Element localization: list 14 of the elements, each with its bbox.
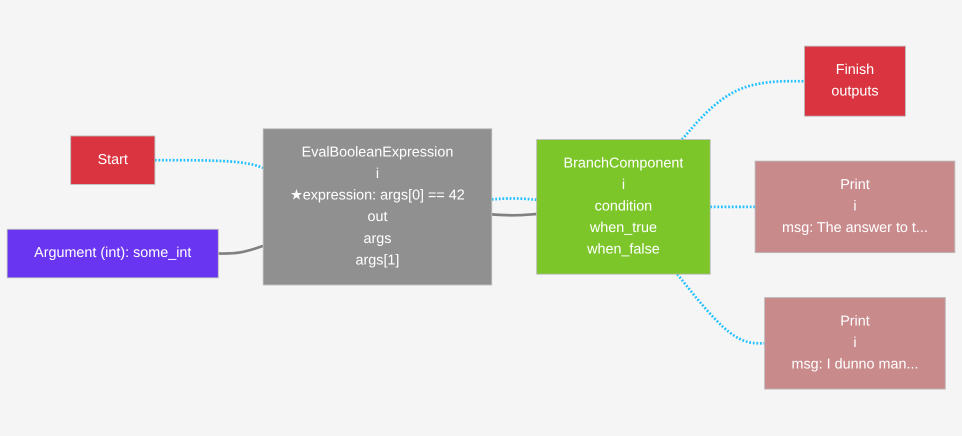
node-box: Finish outputs — [804, 46, 906, 117]
connector — [676, 274, 765, 346]
connector — [492, 213, 537, 217]
connector — [492, 197, 537, 202]
node-box: Print i msg: The answer to t... — [754, 161, 956, 254]
connector — [154, 159, 264, 170]
connector — [680, 80, 804, 141]
node-box: Start — [70, 136, 156, 186]
connector — [218, 244, 264, 256]
connector — [710, 206, 756, 209]
node-box: BranchComponent i condition when_true when_false — [536, 139, 711, 275]
node-box: Argument (int): some_int — [6, 229, 219, 279]
node-box: EvalBooleanExpression i ★expression: args[0] == 42 out args args[1] — [262, 128, 492, 286]
node-box: Print i msg: I dunno man... — [764, 297, 946, 390]
